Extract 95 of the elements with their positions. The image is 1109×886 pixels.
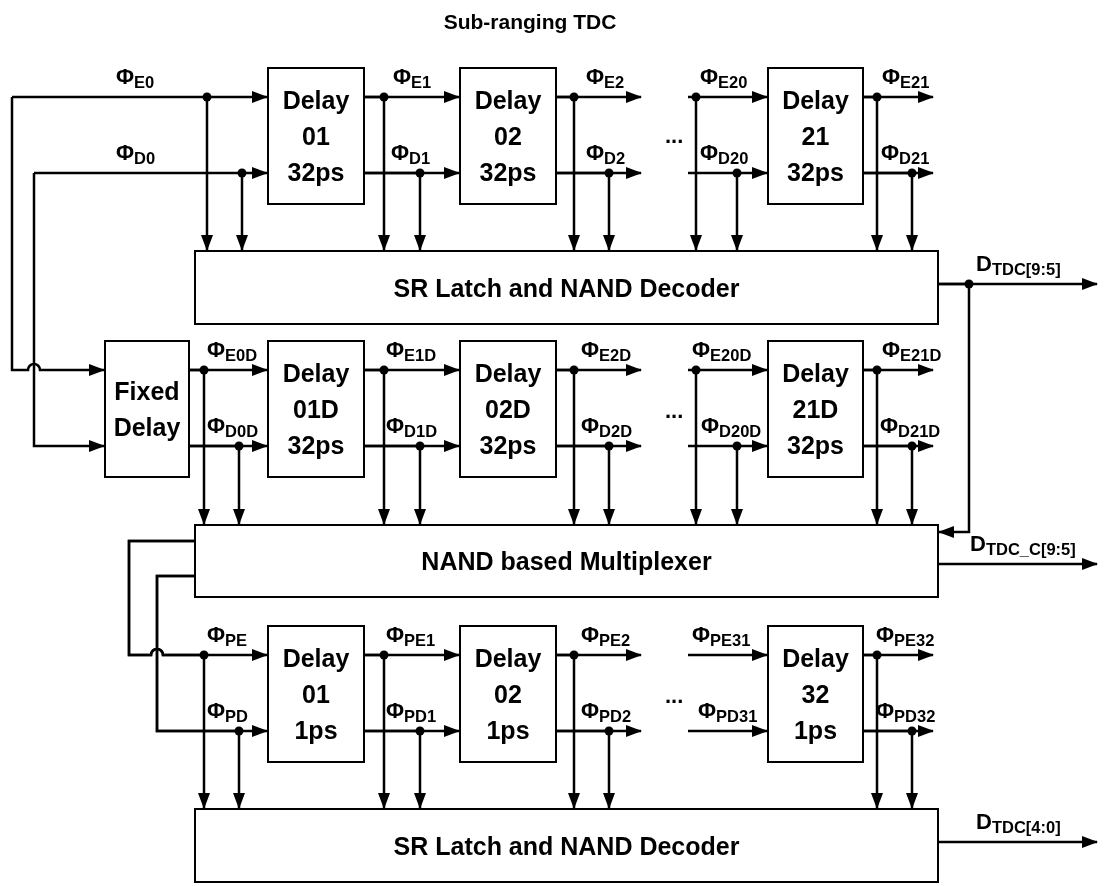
block-label: Delay 02 1ps bbox=[474, 643, 542, 746]
signal-label: Φ$_{D20}$ bbox=[700, 142, 749, 164]
signal-arrow bbox=[939, 558, 1098, 570]
signal-label: Φ$_{PE2}$ bbox=[581, 624, 631, 646]
decoder-box bbox=[194, 808, 939, 883]
signal-label: Φ$_{PE32}$ bbox=[876, 624, 935, 646]
block-label: Delay 01 1ps bbox=[282, 643, 350, 746]
signal-label: Φ$_{PD32}$ bbox=[876, 700, 936, 722]
signal-label: Φ$_{PD2}$ bbox=[581, 700, 632, 722]
signal-arrow bbox=[557, 368, 580, 525]
multiplexer-box bbox=[194, 524, 939, 598]
delay-box bbox=[767, 67, 864, 205]
signal-label: Φ$_{PE31}$ bbox=[692, 624, 751, 646]
signal-label: Φ$_{E21D}$ bbox=[882, 339, 942, 361]
signal-arrow bbox=[938, 282, 971, 538]
signal-arrow bbox=[557, 444, 615, 525]
signal-arrow bbox=[939, 836, 1098, 848]
signal-label: Φ$_{E20D}$ bbox=[692, 339, 752, 361]
block-label: Delay 32 1ps bbox=[782, 643, 849, 746]
block-label: SR Latch and NAND Decoder bbox=[393, 830, 740, 861]
ellipsis-label: ... bbox=[665, 125, 684, 147]
signal-label: Φ$_{E1}$ bbox=[393, 66, 432, 88]
signal-arrow bbox=[365, 653, 390, 809]
signal-arrow bbox=[365, 171, 426, 251]
block-label: Delay 01 32ps bbox=[282, 85, 350, 188]
signal-label: Φ$_{E21}$ bbox=[882, 66, 930, 88]
delay-box bbox=[459, 340, 557, 478]
signal-label: Φ$_{E2}$ bbox=[586, 66, 625, 88]
signal-arrow bbox=[864, 171, 918, 251]
signal-label: Φ$_{PD31}$ bbox=[698, 700, 758, 722]
block-label: Delay 02D 32ps bbox=[474, 358, 542, 461]
signal-arrow bbox=[688, 364, 768, 376]
signal-label: Φ$_{D0D}$ bbox=[207, 415, 259, 437]
signal-label: Φ$_{D21D}$ bbox=[880, 415, 941, 437]
delay-box bbox=[767, 625, 864, 763]
delay-box bbox=[459, 625, 557, 763]
signal-arrow bbox=[10, 97, 105, 376]
block-label: Delay 21D 32ps bbox=[782, 358, 849, 461]
signal-label: Φ$_{E0D}$ bbox=[207, 339, 258, 361]
delay-box bbox=[267, 340, 365, 478]
block-label: Delay 21 32ps bbox=[782, 85, 849, 188]
signal-arrow bbox=[34, 167, 268, 179]
signal-arrow bbox=[127, 539, 210, 809]
signal-arrow bbox=[190, 368, 210, 525]
signal-label: Φ$_{PD}$ bbox=[207, 700, 248, 722]
signal-arrow bbox=[688, 91, 768, 103]
signal-label: Φ$_{D2}$ bbox=[586, 142, 626, 164]
signal-arrow bbox=[155, 574, 245, 809]
signal-arrow bbox=[864, 444, 918, 525]
signal-arrow bbox=[864, 368, 883, 525]
delay-box bbox=[459, 67, 557, 205]
signal-label: Φ$_{D0}$ bbox=[116, 142, 156, 164]
block-label: NAND based Multiplexer bbox=[421, 546, 712, 576]
signal-arrow bbox=[365, 95, 390, 251]
decoder-box bbox=[194, 250, 939, 325]
ellipsis-label: ... bbox=[665, 685, 684, 707]
signal-arrow bbox=[688, 167, 768, 179]
signal-label: Φ$_{D21}$ bbox=[881, 142, 930, 164]
signal-arrow bbox=[190, 444, 245, 525]
signal-arrow bbox=[365, 444, 426, 525]
signal-arrow bbox=[365, 368, 390, 525]
signal-label: Φ$_{PE}$ bbox=[207, 624, 248, 646]
signal-arrow bbox=[864, 95, 883, 251]
signal-arrow bbox=[688, 725, 768, 737]
signal-label: Φ$_{D1D}$ bbox=[386, 415, 438, 437]
signal-label: Φ$_{D2D}$ bbox=[581, 415, 633, 437]
signal-arrow bbox=[12, 91, 268, 103]
block-label: Delay 01D 32ps bbox=[282, 358, 350, 461]
signal-label: Φ$_{PE1}$ bbox=[386, 624, 436, 646]
ellipsis-label: ... bbox=[665, 400, 684, 422]
signal-label: Φ$_{E20}$ bbox=[700, 66, 748, 88]
signal-arrow bbox=[688, 440, 768, 452]
signal-arrow bbox=[32, 173, 105, 452]
signal-arrow bbox=[557, 729, 615, 809]
block-label: SR Latch and NAND Decoder bbox=[393, 272, 740, 303]
signal-label: Φ$_{E1D}$ bbox=[386, 339, 437, 361]
signal-arrow bbox=[864, 729, 918, 809]
signal-label: Φ$_{E0}$ bbox=[116, 66, 155, 88]
delay-box bbox=[767, 340, 864, 478]
signal-arrow bbox=[557, 171, 615, 251]
signal-arrow bbox=[864, 653, 883, 809]
signal-arrow bbox=[688, 649, 768, 661]
signal-arrow bbox=[365, 729, 426, 809]
signal-arrow bbox=[557, 653, 580, 809]
signal-label: Φ$_{E2D}$ bbox=[581, 339, 632, 361]
block-label: Fixed Delay bbox=[113, 376, 181, 443]
signal-label: Φ$_{D20D}$ bbox=[701, 415, 762, 437]
block-label: Delay 02 32ps bbox=[474, 85, 542, 188]
delay-box bbox=[267, 625, 365, 763]
signal-label: Φ$_{D1}$ bbox=[391, 142, 431, 164]
diagram-title: Sub-ranging TDC bbox=[442, 9, 618, 35]
signal-label: Φ$_{PD1}$ bbox=[386, 700, 437, 722]
signal-arrow bbox=[557, 95, 580, 251]
delay-box bbox=[267, 67, 365, 205]
fixed-delay-box bbox=[104, 340, 190, 478]
